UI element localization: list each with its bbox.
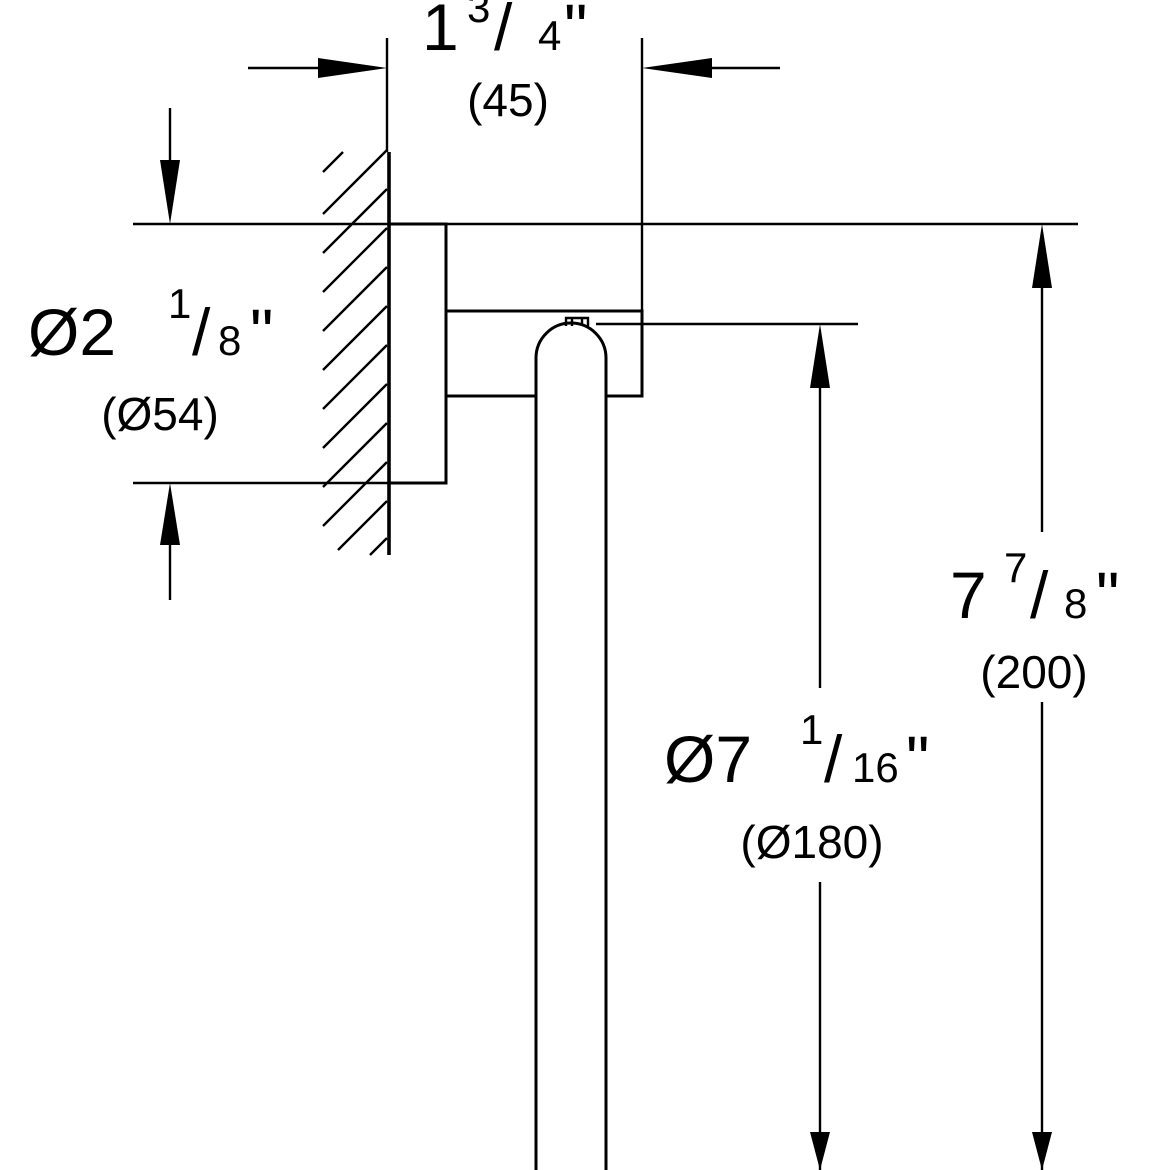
flange-metric: (Ø54) [101,388,219,440]
depth-inch-denominator: 4 [538,12,561,59]
ring-outer [534,321,608,1170]
ring-arrow-bottom [810,1132,830,1170]
flange-arrow-bottom [160,483,180,545]
ring-collar [564,316,590,326]
flange-diameter-dimension: Ø2 1 / 8 " (Ø54) [28,108,273,600]
ring-inch-numerator: 1 [800,706,823,753]
wall-flange [387,222,448,485]
flange-inch-slash: / [192,295,211,369]
height-inch-denominator: 8 [1064,580,1087,627]
height-arrow-top [1032,224,1052,288]
wall [322,149,391,556]
wall-hatching [322,149,388,556]
height-inch-mark: " [1096,558,1119,632]
depth-metric: (45) [467,74,549,126]
height-arrow-bottom [1032,1132,1052,1170]
height-inch-whole: 7 [950,558,987,632]
height-inch-numerator: 7 [1004,544,1027,591]
depth-arrow-left [318,58,387,78]
total-height-dimension: 7 7 / 8 " (200) [950,224,1119,1170]
flange-inch-denominator: 8 [218,317,241,364]
flange-inch-prefix: Ø2 [28,295,116,369]
ring-metric: (Ø180) [740,816,883,868]
ring-inch-slash: / [824,722,843,796]
depth-inch-slash: / [494,0,513,64]
extension-lines [133,38,1078,485]
flange-inch-mark: " [250,295,273,369]
depth-inch-whole: 1 [422,0,459,64]
height-inch-slash: / [1030,558,1049,632]
depth-dimension: 1 3 / 4 " (45) [248,0,780,126]
ring-inch-mark: " [906,722,929,796]
ring-inch-prefix: Ø7 [664,722,752,796]
ring-inch-denominator: 16 [852,744,899,791]
arm-top [446,309,644,398]
depth-inch-mark: " [564,0,587,64]
flange-arrow-top [160,160,180,224]
towel-ring [387,222,644,1170]
flange-inch-numerator: 1 [168,280,191,327]
depth-arrow-right [642,58,712,78]
ring-diameter-dimension: Ø7 1 / 16 " (Ø180) [664,324,929,1170]
depth-inch-numerator: 3 [467,0,490,31]
ring-arrow-top [810,324,830,388]
height-metric: (200) [980,646,1087,698]
